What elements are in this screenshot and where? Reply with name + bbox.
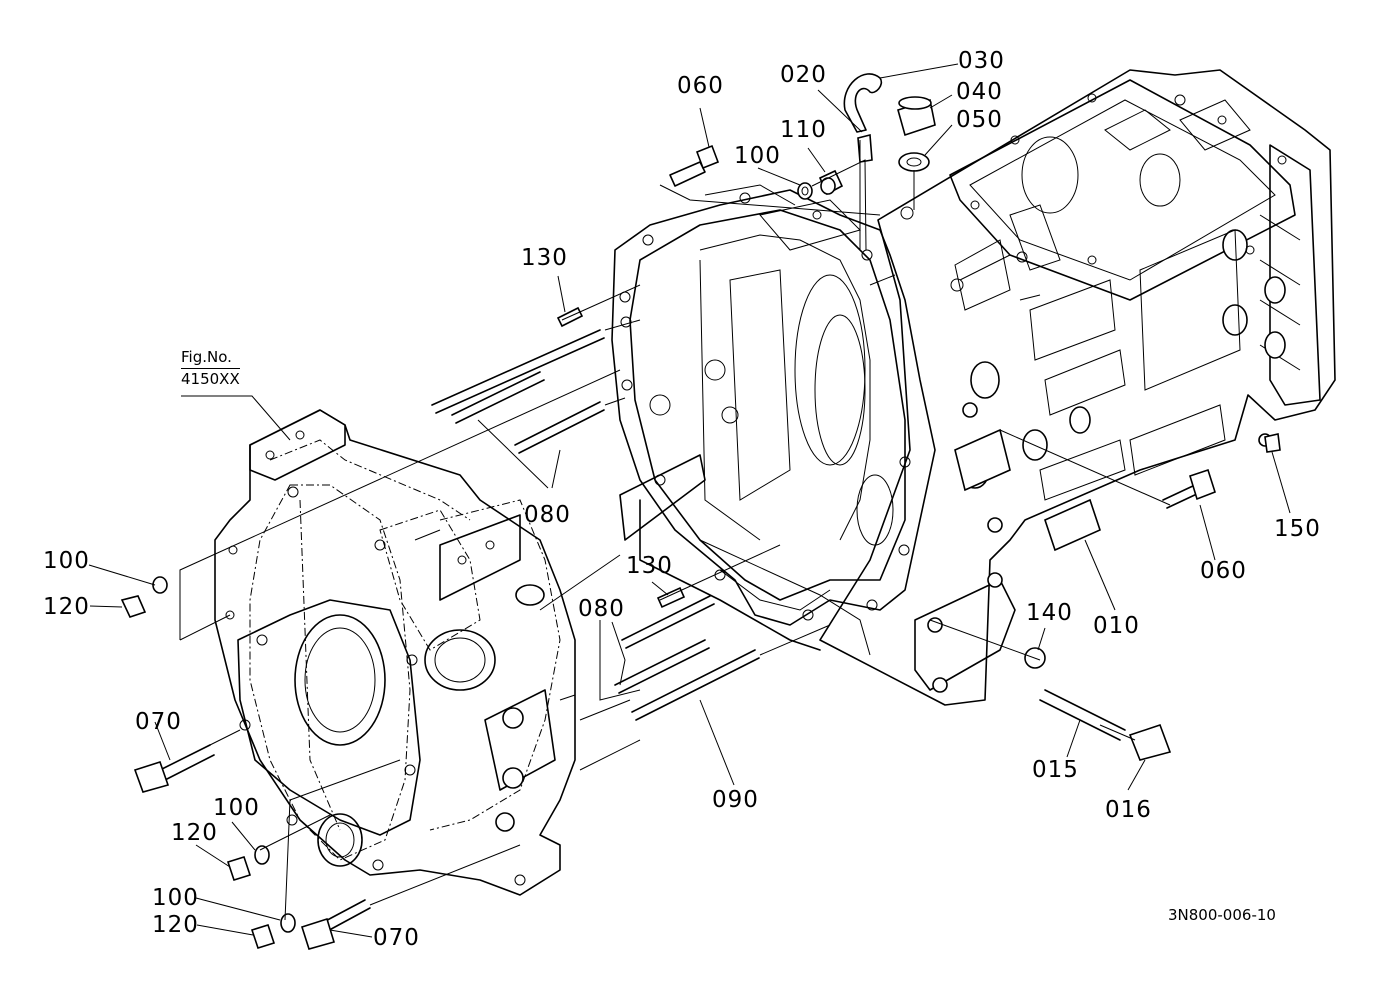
callout-130-top: 130 — [521, 245, 568, 271]
callout-070-upper: 070 — [135, 709, 182, 735]
transmission-case-rear — [819, 69, 1336, 706]
callout-100-bottom: 100 — [152, 885, 199, 911]
figure-reference-number: 4150XX — [181, 368, 240, 388]
callout-120-bottom: 120 — [152, 912, 199, 938]
callout-080-upper: 080 — [524, 502, 571, 528]
callout-100-left: 100 — [43, 548, 90, 574]
front-housing — [214, 409, 576, 896]
callout-080-lower: 080 — [578, 596, 625, 622]
callout-120-left: 120 — [43, 594, 90, 620]
assembly-lines — [179, 140, 1171, 921]
callout-100-top: 100 — [734, 143, 781, 169]
figure-reference: Fig.No. 4150XX — [181, 348, 240, 388]
callout-016: 016 — [1105, 797, 1152, 823]
callout-010: 010 — [1093, 613, 1140, 639]
callout-060-right: 060 — [1200, 558, 1247, 584]
callout-130-lower: 130 — [626, 553, 673, 579]
callout-015: 015 — [1032, 757, 1079, 783]
fastener-parts — [120, 73, 1281, 950]
callout-040: 040 — [956, 79, 1003, 105]
callout-020: 020 — [780, 62, 827, 88]
leader-lines — [88, 63, 1291, 938]
callout-140: 140 — [1026, 600, 1073, 626]
callout-060-top: 060 — [677, 73, 724, 99]
callout-050: 050 — [956, 107, 1003, 133]
callout-120-mid: 120 — [171, 820, 218, 846]
callout-100-mid: 100 — [213, 795, 260, 821]
callout-070-bottom: 070 — [373, 925, 420, 951]
callout-150: 150 — [1274, 516, 1321, 542]
drawing-code: 3N800-006-10 — [1168, 906, 1276, 924]
callout-030: 030 — [958, 48, 1005, 74]
figure-reference-label: Fig.No. — [181, 348, 232, 366]
callout-090: 090 — [712, 787, 759, 813]
callout-110: 110 — [780, 117, 827, 143]
clutch-housing-frame — [611, 184, 936, 656]
